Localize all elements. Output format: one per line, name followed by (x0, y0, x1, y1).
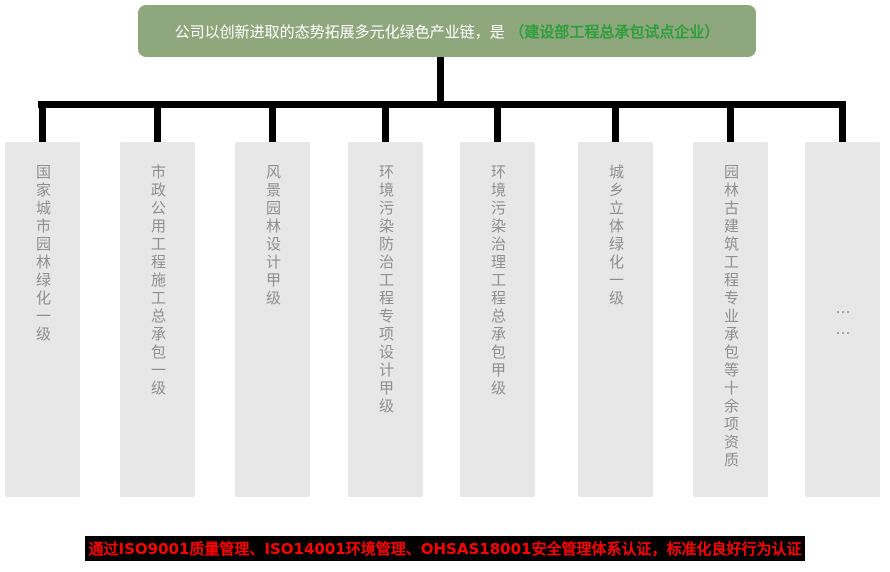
root-node: 公司以创新进取的态势拓展多元化绿色产业链，是 （建设部工程总承包试点企业） (138, 5, 756, 57)
connector-drop-5 (494, 108, 501, 142)
qualification-node-6: 城乡立体绿化一级 (578, 142, 653, 497)
connector-drop-4 (382, 108, 389, 142)
connector-drop-2 (154, 108, 161, 142)
connector-drop-6 (612, 108, 619, 142)
connector-stem (437, 57, 444, 105)
qualification-node-5: 环境污染治理工程总承包甲级 (460, 142, 535, 497)
qualification-label: 环境污染防治工程专项设计甲级 (377, 164, 395, 416)
qualification-node-4: 环境污染防治工程专项设计甲级 (348, 142, 423, 497)
qualification-node-more: …… (805, 142, 880, 497)
qualification-label: 园林古建筑工程专业承包等十余项资质 (722, 164, 740, 470)
qualification-node-1: 国家城市园林绿化一级 (5, 142, 80, 497)
qualification-node-7: 园林古建筑工程专业承包等十余项资质 (693, 142, 768, 497)
connector-horizontal (38, 101, 846, 108)
qualification-ellipsis: …… (834, 298, 852, 341)
qualification-label: 城乡立体绿化一级 (607, 164, 625, 308)
connector-drop-3 (269, 108, 276, 142)
root-node-text: 公司以创新进取的态势拓展多元化绿色产业链，是 (174, 22, 510, 41)
connector-drop-7 (727, 108, 734, 142)
connector-drop-1 (39, 108, 46, 142)
qualification-label: 市政公用工程施工总承包一级 (149, 164, 167, 398)
qualification-node-3: 风景园林设计甲级 (235, 142, 310, 497)
certification-text: 通过ISO9001质量管理、ISO14001环境管理、OHSAS18001安全管… (84, 536, 806, 561)
qualification-node-2: 市政公用工程施工总承包一级 (120, 142, 195, 497)
certification-footer: 通过ISO9001质量管理、ISO14001环境管理、OHSAS18001安全管… (0, 536, 890, 561)
qualification-label: 国家城市园林绿化一级 (34, 164, 52, 344)
qualification-label: 环境污染治理工程总承包甲级 (489, 164, 507, 398)
qualification-label: 风景园林设计甲级 (264, 164, 282, 308)
root-node-highlight-text: （建设部工程总承包试点企业） (509, 22, 720, 41)
connector-drop-8 (839, 108, 846, 142)
